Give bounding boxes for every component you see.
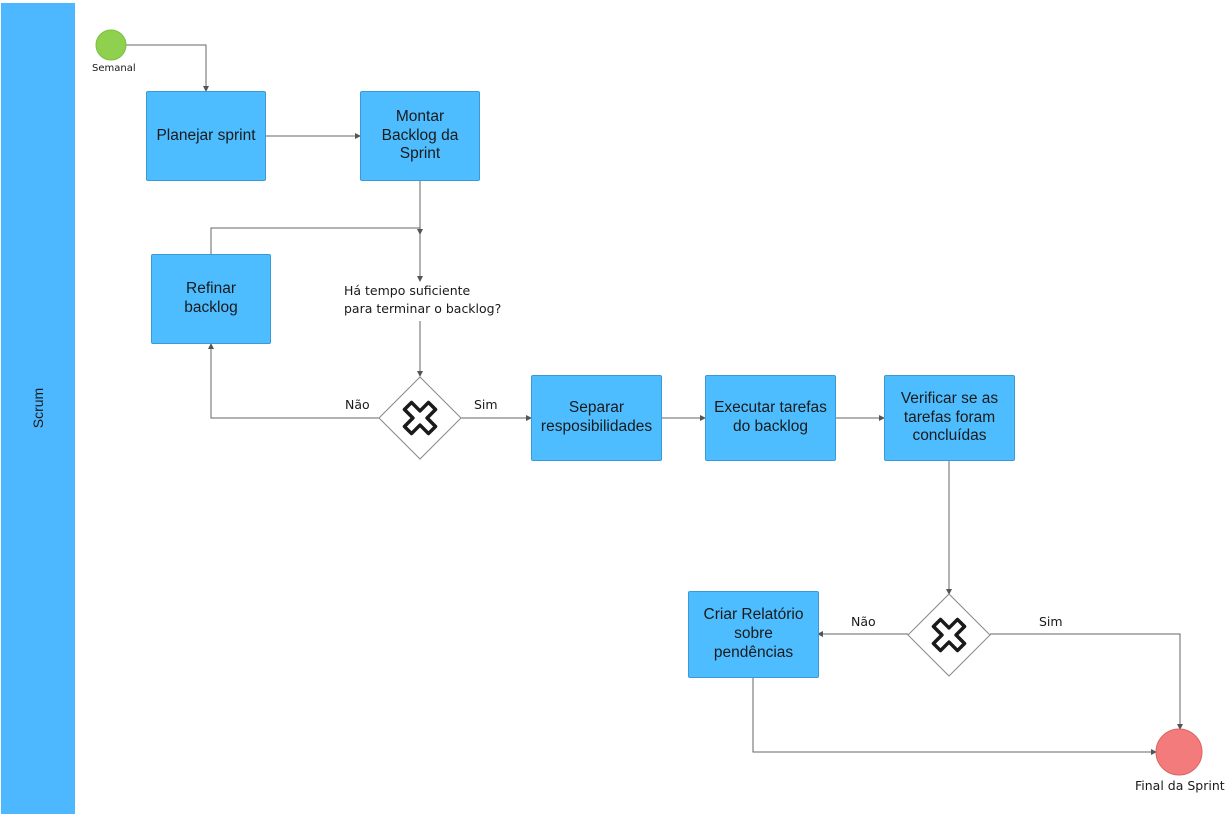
gateway-question-label: Há tempo suficiente para terminar o back… <box>344 283 502 317</box>
task-split-responsibilities[interactable]: Separar resposibilidades <box>531 375 662 461</box>
flow-gateway-no-to-refine <box>208 343 379 419</box>
exclusive-gateway-time-check[interactable] <box>378 376 462 460</box>
task-verify-tasks[interactable]: Verificar se as tarefas foram concluídas <box>884 375 1015 461</box>
task-execute-tasks[interactable]: Executar tarefas do backlog <box>705 375 836 461</box>
gateway2-yes-label: Sim <box>1039 614 1063 629</box>
gateway1-yes-label: Sim <box>474 397 498 412</box>
exclusive-gateway-x-icon <box>931 617 967 653</box>
end-event-label: Final da Sprint <box>1135 778 1225 793</box>
swimlane-header <box>1 3 75 814</box>
task-refine-backlog[interactable]: Refinar backlog <box>151 254 271 344</box>
task-plan-sprint[interactable]: Planejar sprint <box>146 91 266 181</box>
gateway2-no-label: Não <box>851 614 876 629</box>
exclusive-gateway-tasks-done[interactable] <box>907 593 991 677</box>
start-event[interactable] <box>95 29 127 61</box>
flow-report-to-end <box>752 678 1157 755</box>
task-build-backlog[interactable]: Montar Backlog da Sprint <box>360 91 480 181</box>
flow-start-to-plan <box>126 44 209 92</box>
exclusive-gateway-x-icon <box>402 400 438 436</box>
end-event[interactable] <box>1155 728 1203 776</box>
flow-refine-to-gateway <box>210 227 423 254</box>
gateway1-no-label: Não <box>345 397 370 412</box>
task-create-report[interactable]: Criar Relatório sobre pendências <box>688 591 819 678</box>
flow-gateway2-yes-to-end <box>990 633 1183 730</box>
start-event-label: Semanal <box>92 63 136 74</box>
